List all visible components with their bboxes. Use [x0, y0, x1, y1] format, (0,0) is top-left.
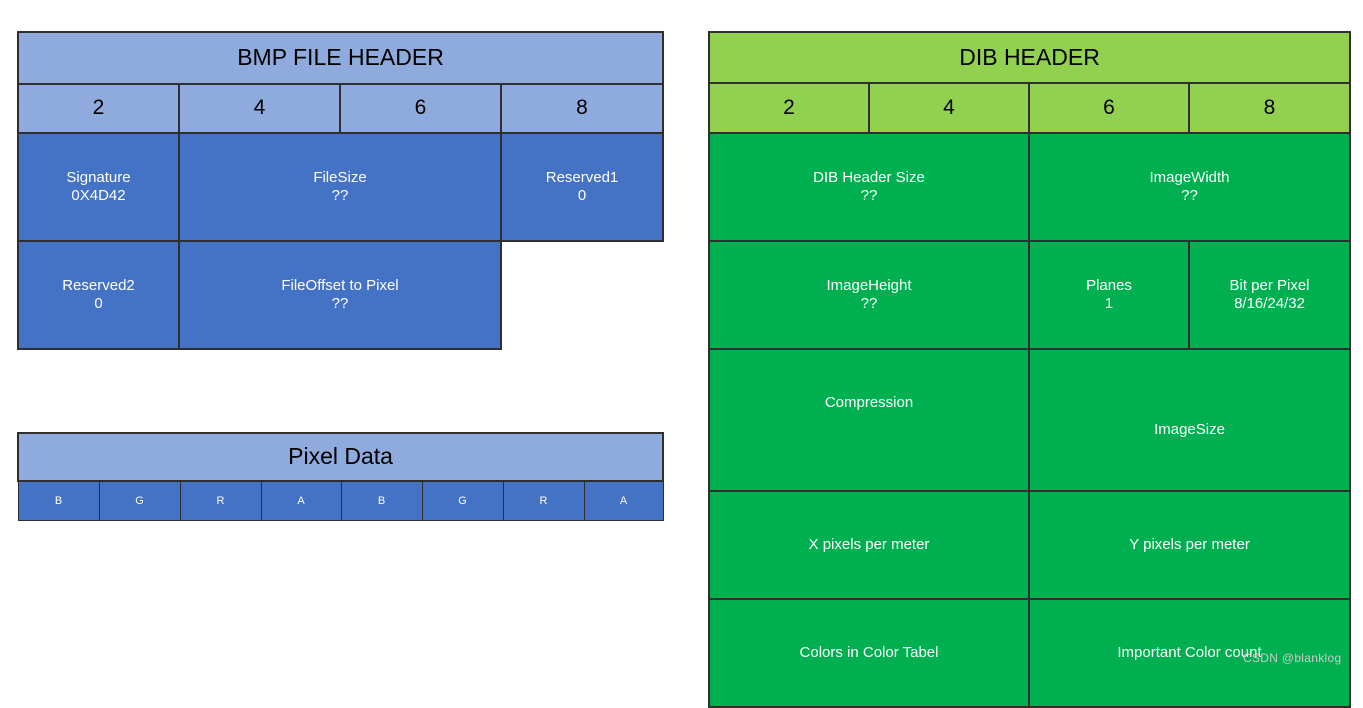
table-row: 2 4 6 8	[708, 82, 1352, 134]
dib-field-colors-in-color-table: Colors in Color Tabel	[708, 598, 1030, 708]
field-value: 1	[1104, 295, 1114, 312]
pixel-channel-0: B	[17, 480, 100, 521]
bmp-empty-cell	[501, 241, 663, 349]
field-label: ImageWidth	[1149, 169, 1230, 187]
field-label: FileOffset to Pixel	[281, 277, 399, 295]
pixel-data-title: Pixel Data	[16, 432, 665, 482]
field-value: ??	[860, 187, 878, 204]
table-row: BMP FILE HEADER	[16, 31, 665, 85]
table-row: X pixels per meter Y pixels per meter	[708, 490, 1352, 600]
field-label: FileSize	[313, 169, 367, 187]
dib-field-imagesize: ImageSize	[1027, 348, 1352, 492]
field-label: X pixels per meter	[808, 536, 930, 554]
field-value: 0	[577, 187, 587, 204]
bmp-field-reserved1: Reserved1 0	[499, 132, 665, 242]
bmp-offset-1: 4	[178, 83, 341, 134]
dib-field-compression: Compression	[708, 348, 1030, 492]
pixel-channel-4: B	[340, 480, 423, 521]
field-label: Reserved1	[545, 169, 619, 187]
bmp-file-header-title: BMP FILE HEADER	[16, 31, 665, 85]
bmp-file-header-table: BMP FILE HEADER 2 4 6 8 Signature 0X4D42…	[16, 31, 665, 350]
field-value: ??	[1181, 187, 1198, 204]
dib-header-title: DIB HEADER	[707, 31, 1352, 84]
dib-header-table: DIB HEADER 2 4 6 8 DIB Header Size ?? Im…	[707, 31, 1352, 708]
field-value: 8/16/24/32	[1234, 295, 1305, 312]
pixel-channel-3: A	[260, 480, 342, 521]
dib-offset-0: 2	[708, 82, 870, 134]
field-value: ??	[331, 295, 349, 312]
dib-field-planes: Planes 1	[1028, 240, 1190, 350]
dib-field-x-pixels-per-meter: X pixels per meter	[708, 490, 1030, 600]
field-label: Reserved2	[62, 277, 135, 295]
dib-offset-1: 4	[868, 82, 1030, 134]
table-row: 2 4 6 8	[17, 83, 665, 134]
dib-offset-3: 8	[1187, 82, 1352, 134]
field-label: Planes	[1086, 277, 1132, 295]
pixel-channel-7: A	[583, 480, 664, 521]
field-label: Colors in Color Tabel	[799, 644, 939, 662]
dib-field-bit-per-pixel: Bit per Pixel 8/16/24/32	[1187, 240, 1352, 350]
field-value: ??	[331, 187, 349, 204]
field-label: Compression	[824, 394, 914, 412]
bmp-offset-2: 6	[339, 83, 502, 134]
dib-offset-2: 6	[1028, 82, 1190, 134]
bmp-format-diagram: BMP FILE HEADER 2 4 6 8 Signature 0X4D42…	[16, 31, 1352, 708]
field-label: Bit per Pixel	[1229, 277, 1310, 295]
field-label: ImageHeight	[826, 277, 912, 295]
table-row: ImageHeight ?? Planes 1 Bit per Pixel 8/…	[708, 240, 1352, 350]
field-value: 0X4D42	[71, 187, 126, 204]
field-label: DIB Header Size	[813, 169, 925, 187]
table-row: Pixel Data	[16, 432, 665, 482]
bmp-field-fileoffset-to-pixel: FileOffset to Pixel ??	[178, 240, 502, 350]
pixel-data-table: Pixel Data B G R A B G R A	[16, 432, 665, 521]
table-row: Signature 0X4D42 FileSize ?? Reserved1 0	[17, 132, 665, 242]
pixel-channel-5: G	[421, 480, 504, 521]
table-row: DIB HEADER	[707, 31, 1352, 84]
field-label: Y pixels per meter	[1129, 536, 1250, 554]
bmp-field-signature: Signature 0X4D42	[17, 132, 180, 242]
dib-field-imagewidth: ImageWidth ??	[1027, 132, 1352, 242]
field-label: Signature	[66, 169, 131, 187]
dib-field-imageheight: ImageHeight ??	[708, 240, 1030, 350]
bmp-field-reserved2: Reserved2 0	[17, 240, 180, 350]
field-value: 0	[94, 295, 103, 312]
dib-field-y-pixels-per-meter: Y pixels per meter	[1027, 490, 1352, 600]
pixel-channel-6: R	[502, 480, 585, 521]
table-row: Reserved2 0 FileOffset to Pixel ??	[17, 240, 663, 350]
watermark: CSDN @blanklog	[1243, 651, 1342, 665]
table-row: DIB Header Size ?? ImageWidth ??	[708, 132, 1352, 242]
pixel-channel-2: R	[179, 480, 262, 521]
table-row: Compression ImageSize	[708, 348, 1352, 492]
field-label: ImageSize	[1154, 421, 1225, 439]
bmp-offset-0: 2	[17, 83, 180, 134]
dib-field-dib-header-size: DIB Header Size ??	[708, 132, 1030, 242]
bmp-offset-3: 8	[499, 83, 665, 134]
field-label: Important Color count	[1117, 644, 1262, 662]
pixel-channel-1: G	[98, 480, 181, 521]
field-value: ??	[860, 295, 878, 312]
bmp-field-filesize: FileSize ??	[178, 132, 502, 242]
table-row: B G R A B G R A	[17, 480, 664, 521]
